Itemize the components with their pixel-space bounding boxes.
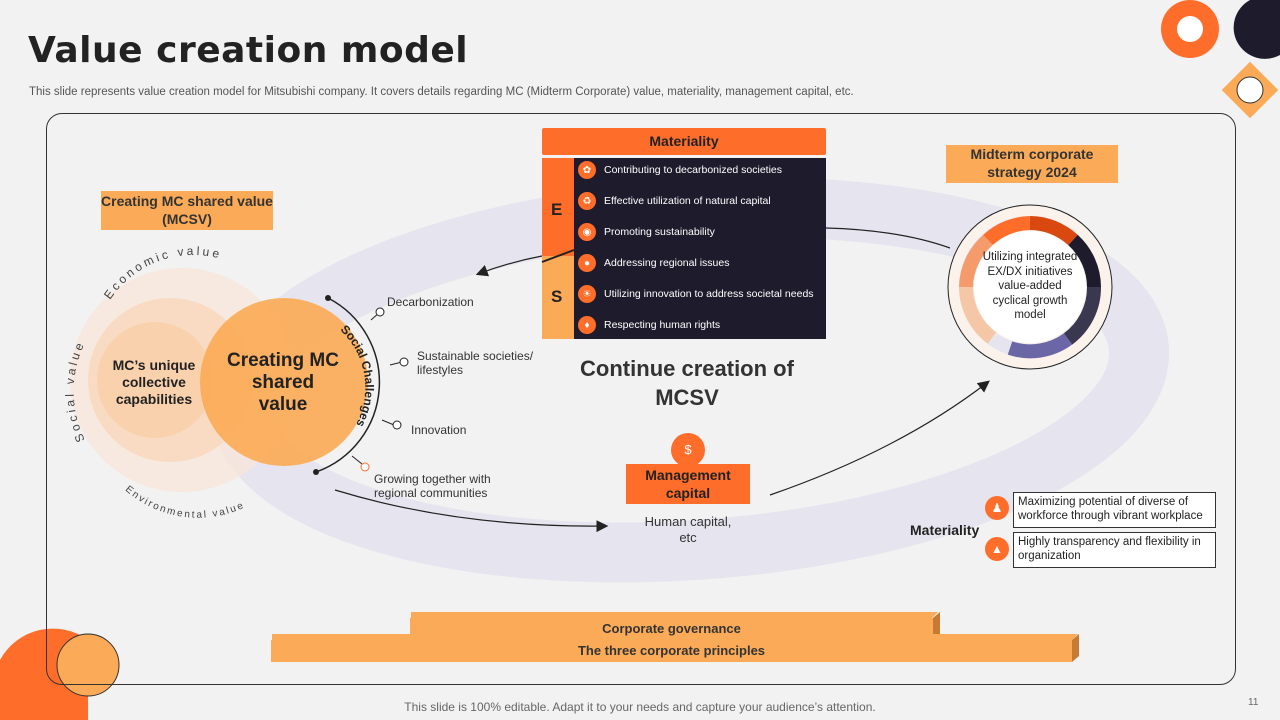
materiality-item-workforce: Maximizing potential of diverse of workf…: [1013, 492, 1216, 528]
e-label: E: [551, 200, 563, 219]
location-icon: ●: [578, 254, 596, 272]
s-label: S: [551, 287, 563, 306]
arrow-to-left: [475, 255, 543, 277]
social-value-label: Social value: [63, 338, 85, 444]
materiality-item: ◉Promoting sustainability: [578, 219, 823, 245]
unique-capabilities-label: MC’s unique collective capabilities: [112, 357, 196, 407]
materiality-label: Materiality: [910, 522, 980, 538]
management-capital-box: Management capital: [626, 464, 750, 504]
social-bar: [542, 256, 574, 339]
corporate-governance-label: Corporate governance: [602, 621, 741, 636]
shared-value-center-label: Creating MC shared value: [227, 350, 339, 415]
globe-icon: ◉: [578, 223, 596, 241]
arrow-to-management: [334, 489, 609, 533]
challenges-arc: [315, 297, 381, 473]
page-subtitle: This slide represents value creation mod…: [29, 86, 854, 98]
continue-creation-label: Continue creation of MCSV: [580, 356, 794, 410]
challenge-regional-communities: Growing together with regional communiti…: [374, 472, 491, 500]
footer-text: This slide is 100% editable. Adapt it to…: [404, 700, 876, 714]
challenge-decarbonization: Decarbonization: [387, 295, 474, 309]
materiality-item: ●Addressing regional issues: [578, 250, 823, 276]
connector-to-midterm: [825, 227, 951, 249]
arrow-to-midterm: [769, 380, 990, 496]
lightbulb-icon: ☀: [578, 285, 596, 303]
materiality-panel: [574, 158, 826, 339]
navy-circle-decoration: [1233, 0, 1280, 59]
materiality-header: Materiality: [542, 128, 826, 155]
shared-value-circle: [200, 298, 368, 466]
handshake-icon: ♦: [578, 316, 596, 334]
principles-bar: [271, 640, 1072, 662]
money-bag-icon: $: [684, 442, 692, 457]
challenge-innovation: Innovation: [411, 423, 467, 437]
materiality-item: ☀Utilizing innovation to address societa…: [578, 281, 823, 307]
midterm-circle-text: Utilizing integrated EX/DX initiatives v…: [982, 251, 1078, 321]
recycle-icon: ♻: [578, 192, 596, 210]
environment-bar: [542, 158, 574, 256]
tree-icon: ▲: [985, 537, 1009, 561]
materiality-item: ✿Contributing to decarbonized societies: [578, 157, 823, 183]
mcsv-badge: Creating MC shared value (MCSV): [101, 191, 273, 230]
content-frame: [46, 113, 1236, 685]
page-title: Value creation model: [28, 30, 469, 71]
materiality-item: ♻Effective utilization of natural capita…: [578, 188, 823, 214]
challenge-sustainable-societies: Sustainable societies/ lifestyles: [417, 349, 534, 377]
human-capital-label: Human capital, etc: [644, 514, 732, 545]
materiality-item-transparency: Highly transparency and flexibility in o…: [1013, 532, 1216, 568]
light-orange-circle-decoration: [56, 633, 120, 697]
materiality-item: ♦Respecting human rights: [578, 312, 823, 338]
svg-text:Social value: Social value: [63, 338, 88, 444]
corporate-principles-label: The three corporate principles: [577, 643, 766, 658]
page-number: 11: [1248, 697, 1259, 708]
people-icon: ♟: [985, 496, 1009, 520]
leaf-icon: ✿: [578, 161, 596, 179]
midterm-strategy-badge: Midterm corporate strategy 2024: [946, 145, 1118, 183]
